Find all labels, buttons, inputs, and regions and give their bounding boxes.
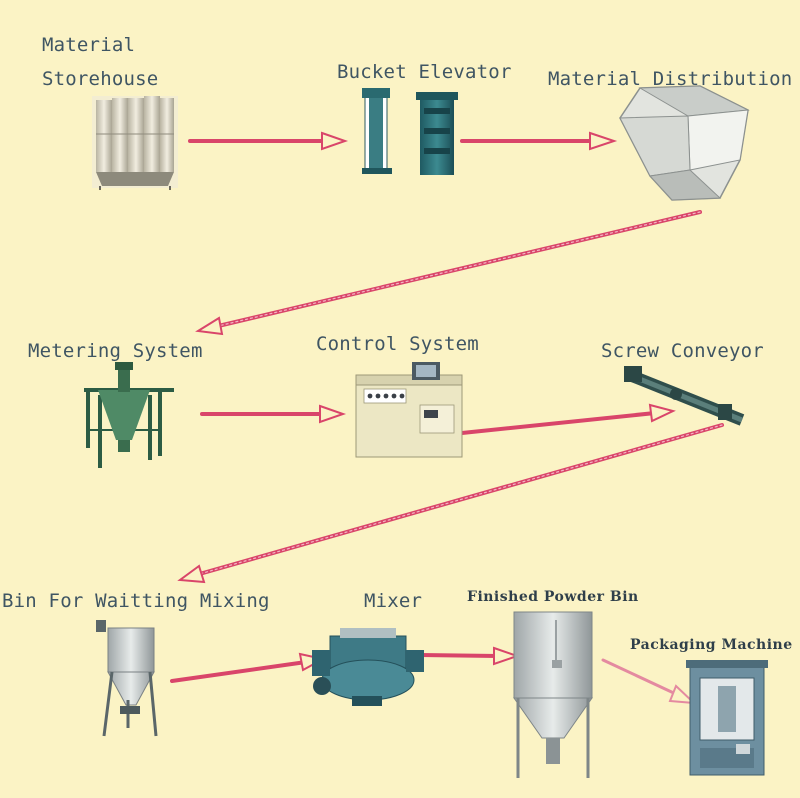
arrow-waiting-bin-to-mixer (170, 652, 326, 683)
powder-bin-icon (513, 611, 593, 778)
silo-group-icon (92, 96, 178, 190)
arrow-mixer-to-powder-bin (418, 646, 521, 666)
screw-conveyor-icon (624, 366, 745, 426)
label-bin-waiting-mixing: Bin For Waitting Mixing (2, 590, 270, 612)
label-material-storehouse-line1: Material (42, 34, 136, 56)
bucket-elevator-icon (362, 88, 458, 175)
distribution-hopper-icon (619, 85, 750, 201)
arrow-control-to-screw (460, 403, 676, 435)
control-cabinet-icon (355, 362, 463, 458)
label-control-system: Control System (316, 333, 479, 355)
packaging-machine-icon (686, 660, 768, 776)
waiting-bin-icon (96, 620, 158, 737)
metering-hopper-icon (84, 362, 174, 468)
arrow-metering-to-control (200, 404, 347, 424)
arrow-storehouse-to-elevator (188, 131, 349, 151)
arrow-elevator-to-distribution (460, 131, 618, 151)
flow-arrows (170, 131, 724, 705)
label-material-storehouse-line2: Storehouse (42, 68, 159, 90)
label-material-distribution: Material Distribution (548, 68, 793, 90)
arrow-distribution-to-metering (195, 210, 702, 336)
label-mixer: Mixer (364, 590, 423, 612)
label-bucket-elevator: Bucket Elevator (337, 61, 512, 83)
arrow-powder-bin-to-packaging (601, 658, 697, 705)
label-packaging-machine: Packaging Machine (630, 637, 793, 653)
label-screw-conveyor: Screw Conveyor (601, 340, 764, 362)
label-metering-system: Metering System (28, 340, 203, 362)
mixer-icon (312, 628, 424, 706)
label-finished-powder-bin: Finished Powder Bin (467, 589, 639, 605)
arrow-screw-to-waiting-bin (177, 423, 724, 584)
